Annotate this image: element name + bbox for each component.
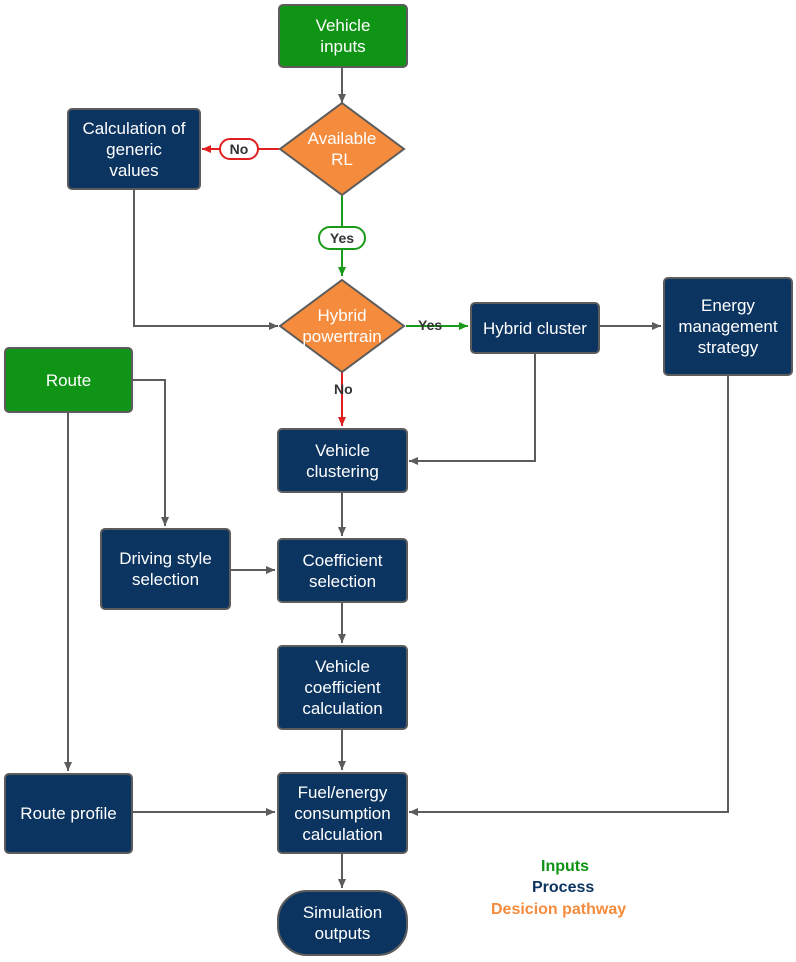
- hybrid-powertrain-decision: Hybrid powertrain: [278, 278, 406, 374]
- edge-route-to-driving: [133, 379, 169, 526]
- available-rl-label: Available RL: [307, 129, 377, 169]
- rl-yes-badge: Yes: [318, 226, 366, 250]
- hybrid-cluster-node: Hybrid cluster: [470, 302, 600, 354]
- legend-decision: Desicion pathway: [491, 901, 627, 918]
- vehicle-inputs-node: Vehicle inputs: [278, 4, 408, 68]
- route-node: Route: [4, 347, 133, 413]
- energy-management-label: Energy management strategy: [678, 296, 778, 357]
- calc-generic-node: Calculation of generic values: [67, 108, 201, 190]
- vehicle-inputs-label: Vehicle inputs: [315, 16, 371, 56]
- rl-yes-label: Yes: [329, 230, 355, 246]
- driving-style-label: Driving style selection: [119, 549, 212, 589]
- vehicle-clustering-node: Vehicle clustering: [277, 428, 408, 493]
- energy-management-node: Energy management strategy: [663, 277, 793, 376]
- vehicle-clustering-label: Vehicle clustering: [306, 440, 379, 481]
- fuel-energy-label: Fuel/energy consumption calculation: [294, 782, 391, 844]
- available-rl-decision: Available RL: [278, 101, 406, 197]
- vehicle-coefficient-node: Vehicle coefficient calculation: [277, 645, 408, 730]
- decision-diamond-shape: [278, 101, 406, 197]
- legend-inputs: Inputs: [541, 858, 589, 875]
- hybrid-cluster-label: Hybrid cluster: [483, 318, 587, 338]
- vehicle-coefficient-label: Vehicle coefficient calculation: [302, 657, 383, 718]
- decision-diamond-shape: [278, 278, 406, 374]
- edge-generic-to-hybrid: [133, 190, 278, 330]
- route-profile-label: Route profile: [20, 804, 117, 823]
- hybrid-powertrain-label: Hybrid powertrain: [302, 306, 382, 346]
- rl-no-badge: No: [219, 138, 259, 160]
- calc-generic-label: Calculation of generic values: [82, 118, 186, 180]
- driving-style-node: Driving style selection: [100, 528, 231, 610]
- simulation-outputs-node: Simulation outputs: [277, 890, 408, 956]
- coefficient-selection-node: Coefficient selection: [277, 538, 408, 603]
- simulation-outputs-label: Simulation outputs: [302, 903, 383, 943]
- hybrid-yes-label: Yes: [418, 317, 443, 333]
- fuel-energy-node: Fuel/energy consumption calculation: [277, 772, 408, 854]
- hybrid-no-label: No: [334, 381, 353, 397]
- edge-cluster-to-clustering: [409, 354, 536, 465]
- route-profile-node: Route profile: [4, 773, 133, 854]
- coefficient-selection-label: Coefficient selection: [302, 550, 383, 591]
- edge-energy-to-fuel: [409, 376, 729, 816]
- route-label: Route: [45, 370, 92, 390]
- rl-no-label: No: [229, 141, 249, 157]
- legend-process: Process: [532, 879, 595, 896]
